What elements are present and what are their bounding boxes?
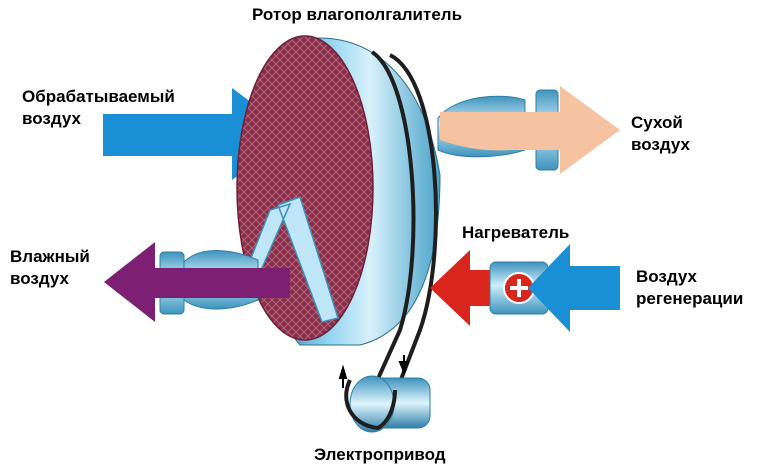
regen-air-arrow <box>528 244 620 332</box>
wet-air-label: Влажный воздух <box>10 246 90 290</box>
process-air-label-line1: Обрабатываемый <box>22 87 175 106</box>
rotor-face <box>236 35 374 341</box>
process-air-label-line2: воздух <box>22 109 81 128</box>
dry-air-outlet <box>437 86 620 174</box>
regeneration-inlet <box>430 244 620 332</box>
motor-label: Электропривод <box>314 445 446 464</box>
dry-air-label: Сухой воздух <box>631 112 690 156</box>
dry-air-label-line2: воздух <box>631 135 690 154</box>
wet-air-label-line1: Влажный <box>10 247 90 266</box>
plus-sign <box>510 279 528 297</box>
rotor <box>235 35 441 396</box>
wet-air-outlet <box>104 242 290 322</box>
belt-direction-arrow-down <box>398 355 410 375</box>
regen-air-label-line2: регенерации <box>636 289 744 308</box>
motor <box>338 355 431 433</box>
wet-air-arrow <box>104 242 290 322</box>
regen-air-label-line1: Воздух <box>636 267 698 286</box>
dry-air-label-line1: Сухой <box>631 113 683 132</box>
belt-direction-arrow-up <box>338 364 348 388</box>
heater-label: Нагреватель <box>462 223 570 242</box>
dry-air-arrow <box>440 86 620 174</box>
rotor-label: Ротор влагополгалитель <box>252 5 463 24</box>
wet-air-label-line2: воздух <box>10 269 69 288</box>
motor-pulley <box>349 375 395 433</box>
regen-air-label: Воздух регенерации <box>636 266 743 310</box>
motor-belt-loop <box>344 379 397 431</box>
heater-arrow <box>430 250 500 326</box>
drive-belt <box>370 50 438 396</box>
process-air-label: Обрабатываемый воздух <box>22 86 175 130</box>
